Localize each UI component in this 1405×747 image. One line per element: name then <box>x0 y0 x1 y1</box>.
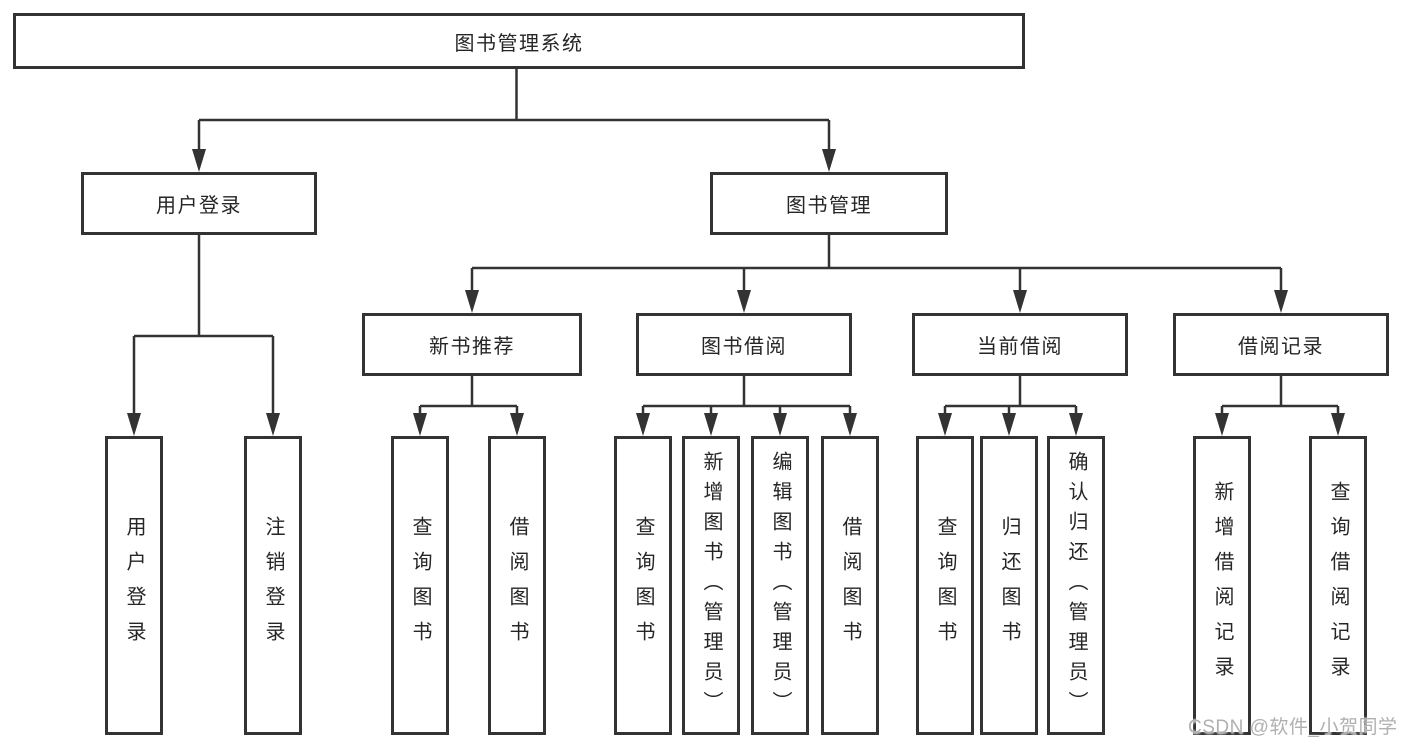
node-user-login: 用户登录 <box>81 172 317 235</box>
node-new-book-recommend: 新书推荐 <box>362 313 582 376</box>
leaf-bb-add-book-admin-label: 新增图书（管理员） <box>700 450 722 721</box>
leaf-bb-edit-book-admin: 编辑图书（管理员） <box>751 436 809 735</box>
leaf-bb-query-book: 查询图书 <box>614 436 672 735</box>
leaf-br-query-record: 查询借阅记录 <box>1309 436 1367 735</box>
node-borrowing-records-label: 借阅记录 <box>1238 336 1324 358</box>
leaf-cb-return-book-label: 归还图书 <box>998 515 1020 656</box>
leaf-nr-borrow-book-label: 借阅图书 <box>506 515 528 656</box>
node-book-borrowing: 图书借阅 <box>636 313 852 376</box>
node-current-borrowing-label: 当前借阅 <box>977 336 1063 358</box>
leaf-bb-edit-book-admin-label: 编辑图书（管理员） <box>769 450 791 721</box>
leaf-cb-query-book-label: 查询图书 <box>934 515 956 656</box>
leaf-nr-borrow-book: 借阅图书 <box>488 436 546 735</box>
leaf-bb-query-book-label: 查询图书 <box>632 515 654 656</box>
node-root: 图书管理系统 <box>13 13 1025 69</box>
leaf-nr-query-book: 查询图书 <box>391 436 449 735</box>
leaf-bb-add-book-admin: 新增图书（管理员） <box>682 436 740 735</box>
leaf-bb-borrow-book: 借阅图书 <box>821 436 879 735</box>
leaf-user-login: 用户登录 <box>105 436 163 735</box>
node-borrowing-records: 借阅记录 <box>1173 313 1389 376</box>
leaf-bb-borrow-book-label: 借阅图书 <box>839 515 861 656</box>
leaf-br-add-record: 新增借阅记录 <box>1193 436 1251 735</box>
leaf-logout-label: 注销登录 <box>262 515 284 656</box>
leaf-user-login-label: 用户登录 <box>123 515 145 656</box>
leaf-br-query-record-label: 查询借阅记录 <box>1327 480 1349 691</box>
node-root-label: 图书管理系统 <box>454 32 584 55</box>
node-new-book-recommend-label: 新书推荐 <box>429 336 515 358</box>
node-book-management-label: 图书管理 <box>786 195 872 217</box>
node-user-login-label: 用户登录 <box>156 195 242 217</box>
leaf-nr-query-book-label: 查询图书 <box>409 515 431 656</box>
leaf-cb-confirm-return-admin-label: 确认归还（管理员） <box>1065 450 1087 721</box>
leaf-cb-return-book: 归还图书 <box>980 436 1038 735</box>
node-book-management: 图书管理 <box>710 172 948 235</box>
leaf-logout: 注销登录 <box>244 436 302 735</box>
node-current-borrowing: 当前借阅 <box>912 313 1128 376</box>
csdn-watermark: CSDN @软件_小贺同学 <box>1188 717 1398 738</box>
node-book-borrowing-label: 图书借阅 <box>701 336 787 358</box>
arrowheads <box>127 149 1345 436</box>
leaf-cb-query-book: 查询图书 <box>916 436 974 735</box>
leaf-cb-confirm-return-admin: 确认归还（管理员） <box>1047 436 1105 735</box>
leaf-br-add-record-label: 新增借阅记录 <box>1211 480 1233 691</box>
